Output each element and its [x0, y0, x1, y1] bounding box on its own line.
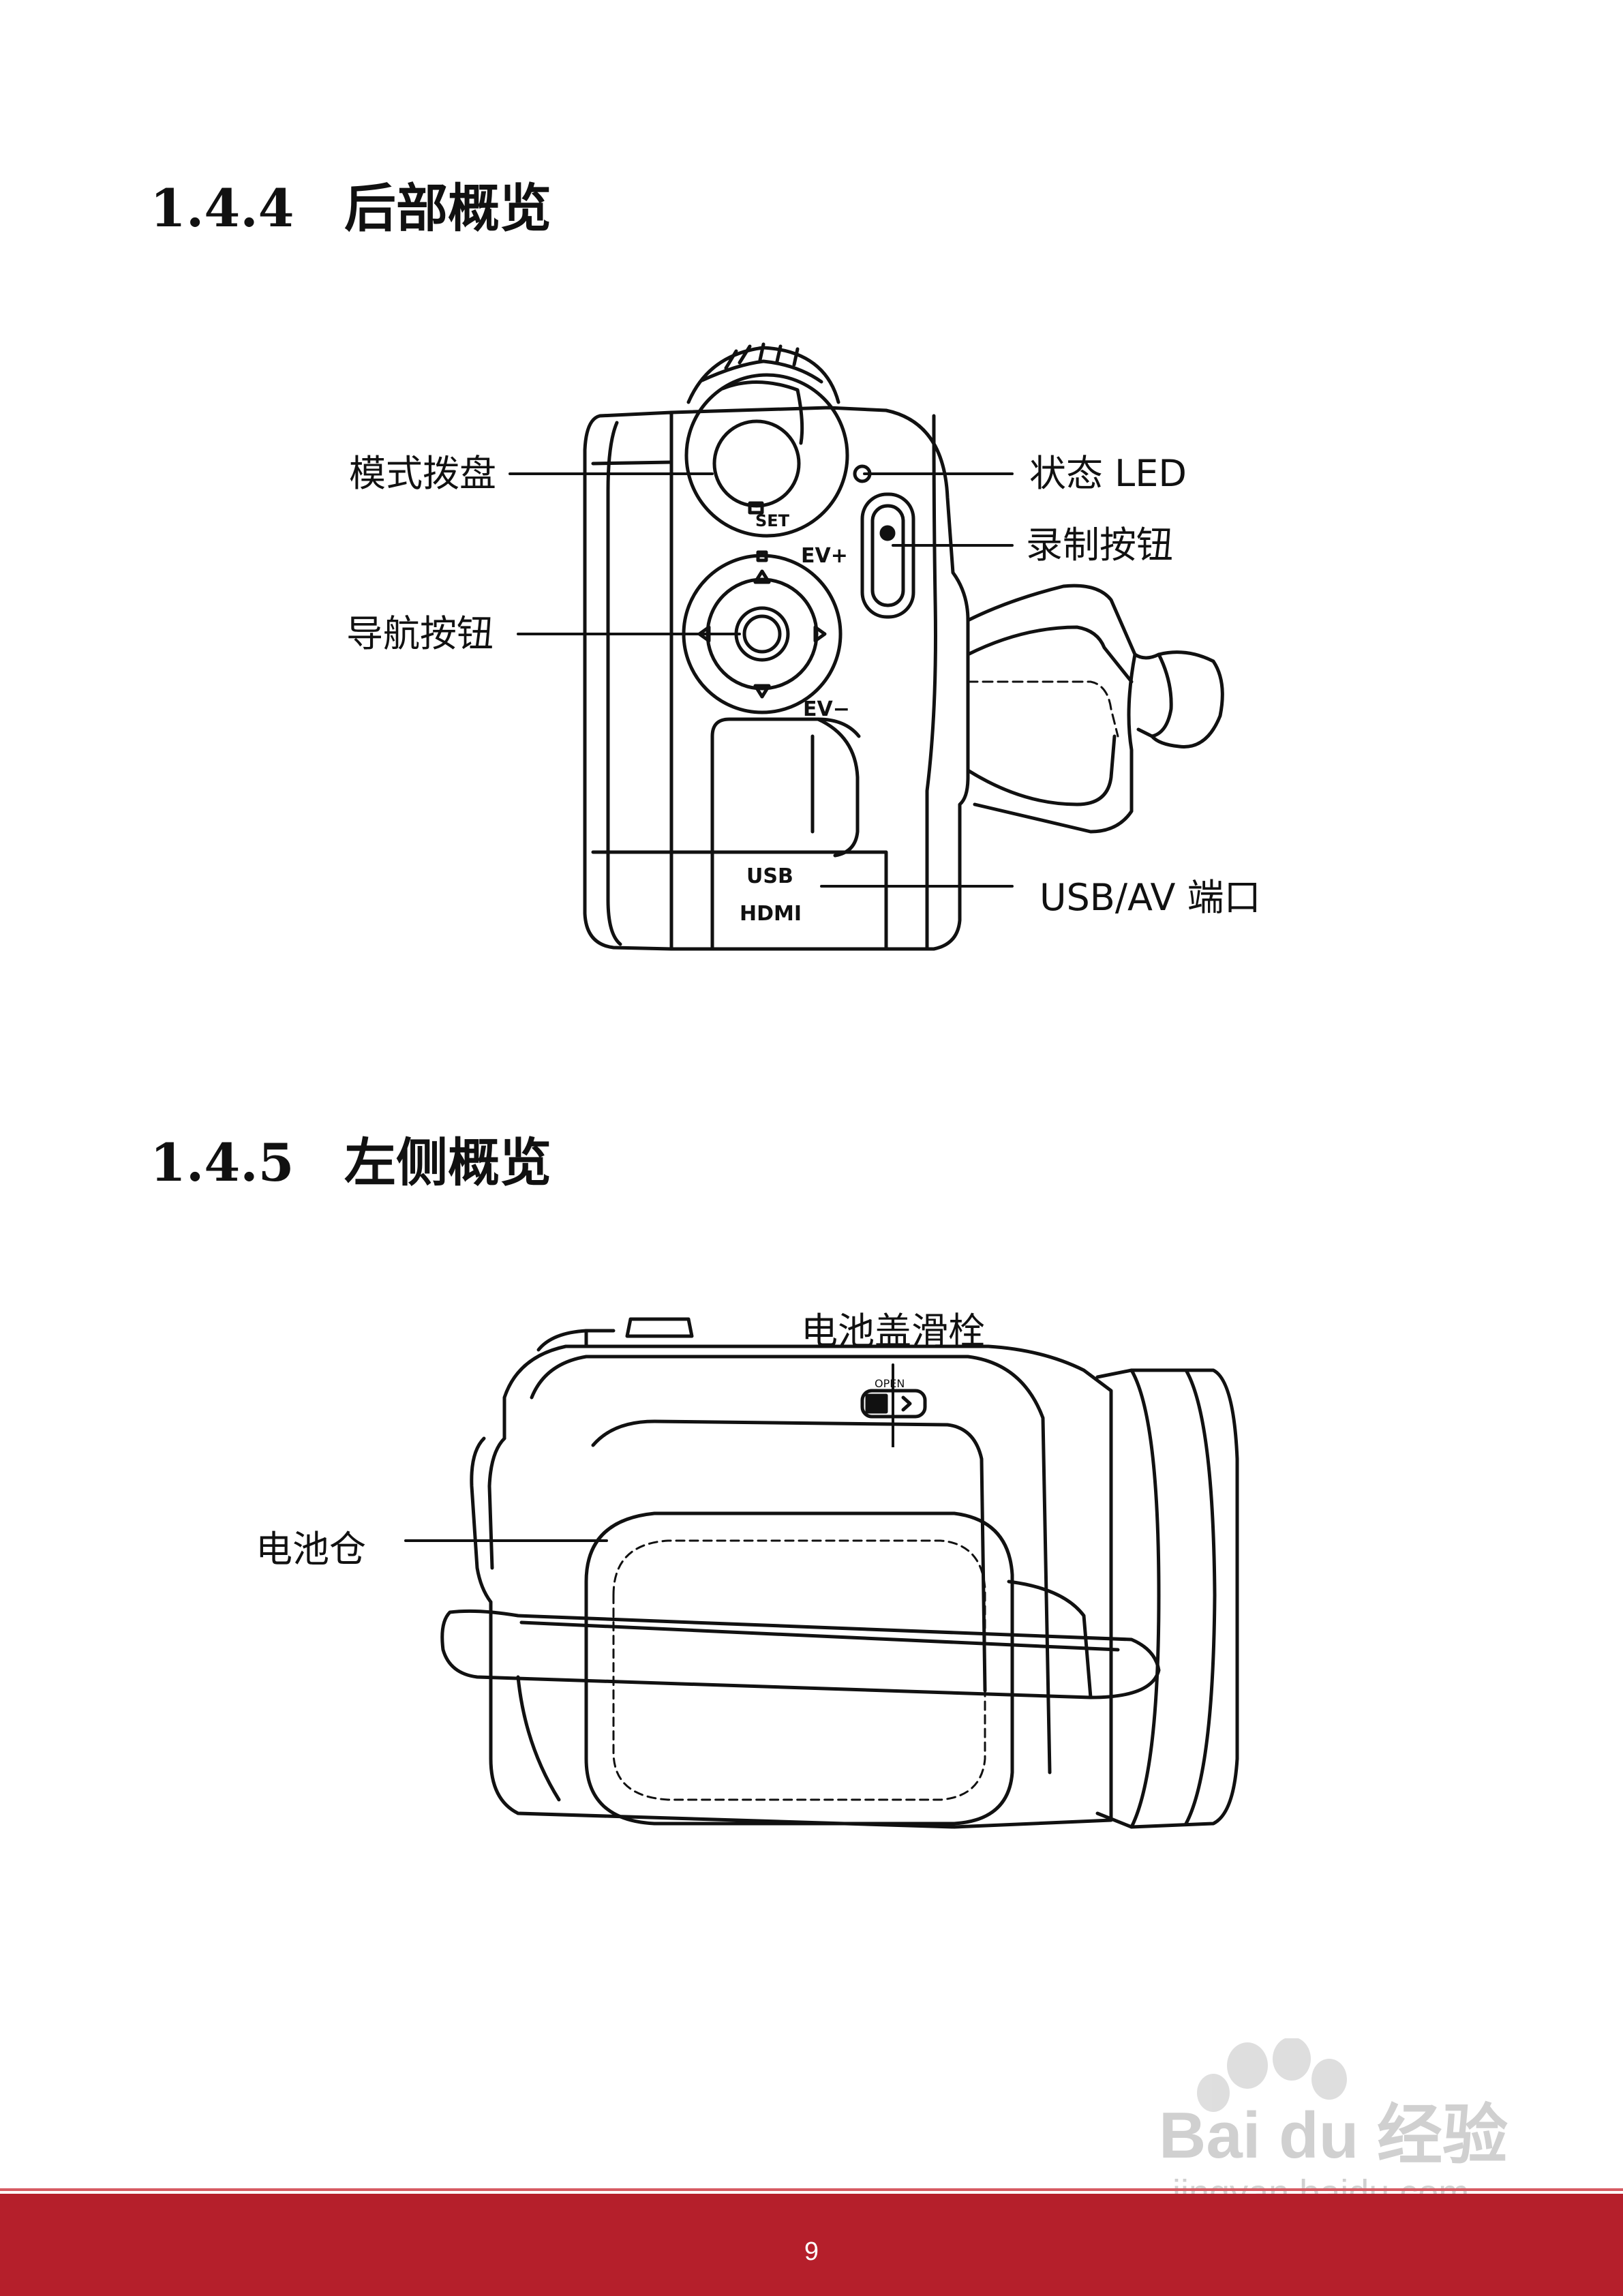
footer-rule: [0, 2188, 1623, 2191]
callout-usb-av-port: USB/AV 端口: [1040, 876, 1261, 919]
callout-nav-button: 导航按钮: [346, 612, 494, 655]
section-number: 1.4.4: [150, 178, 294, 239]
hdmi-mark: HDMI: [740, 902, 802, 926]
camcorder-rear-illustration: SET EV+ EV− USB HDMI: [509, 342, 1224, 951]
page-number: 9: [804, 2237, 819, 2266]
section-title: 后部概览: [344, 178, 551, 239]
callout-mode-dial: 模式拨盘: [349, 452, 496, 495]
usb-mark: USB: [746, 864, 793, 888]
latch-leader-line: [892, 1365, 894, 1447]
camcorder-left-illustration: OPEN: [404, 1317, 1239, 1829]
section-number: 1.4.5: [150, 1132, 294, 1193]
watermark-logo: Bai du 经验: [1159, 2099, 1508, 2172]
callout-battery-compartment: 电池仓: [256, 1528, 366, 1571]
callout-battery-latch: 电池盖滑栓: [801, 1310, 985, 1353]
open-mark: OPEN: [875, 1377, 905, 1390]
set-mark: SET: [755, 511, 790, 530]
section-title: 左侧概览: [344, 1132, 551, 1193]
callout-record-button: 录制按钮: [1026, 524, 1173, 567]
callout-status-led: 状态 LED: [1029, 452, 1187, 495]
footer-band: [0, 2194, 1623, 2296]
ev-minus-mark: EV−: [803, 697, 850, 721]
ev-plus-mark: EV+: [801, 544, 848, 568]
